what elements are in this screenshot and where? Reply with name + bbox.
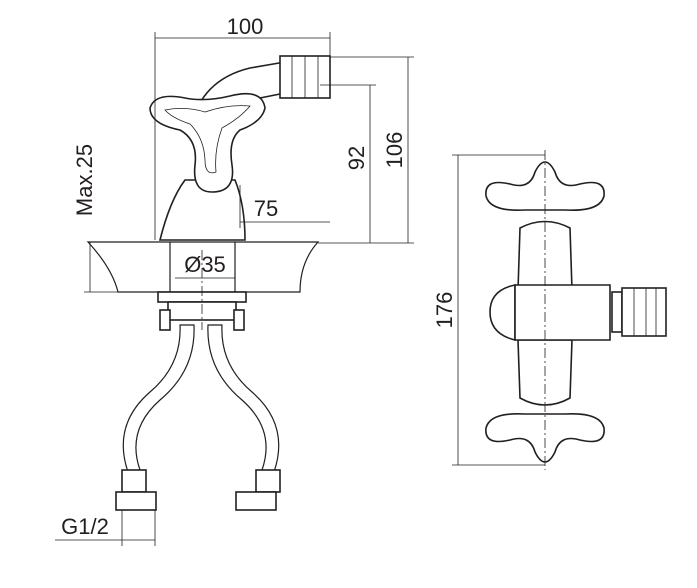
supply-hoses — [115, 324, 281, 511]
dim-hole-diameter: Ø35 — [184, 252, 226, 277]
dim-height-total: 106 — [382, 132, 407, 169]
faucet-side-view — [485, 150, 667, 470]
dimension-lines — [55, 32, 545, 546]
dim-height-spout: 92 — [344, 146, 369, 170]
dim-spout-reach: 75 — [254, 196, 278, 221]
dim-width-top: 100 — [227, 14, 264, 39]
faucet-front-view — [149, 55, 331, 331]
dim-thread: G1/2 — [61, 514, 109, 539]
dim-max-countertop: Max.25 — [72, 144, 97, 216]
dim-handle-span: 176 — [432, 292, 457, 329]
